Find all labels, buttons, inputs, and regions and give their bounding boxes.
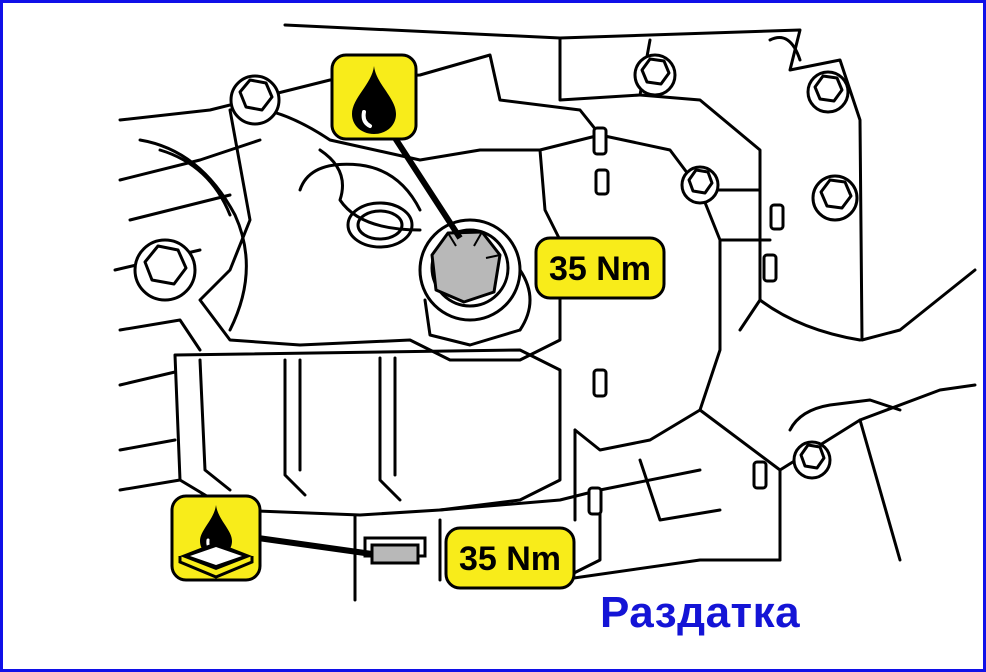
flange-bolt-7 xyxy=(752,460,768,490)
bolt-right-2 xyxy=(811,174,859,222)
oil-drain-pan-icon xyxy=(170,494,262,582)
bolt-top-right-2 xyxy=(806,70,850,114)
diagram-caption: Раздатка xyxy=(600,588,801,637)
drain-plug xyxy=(363,536,427,565)
oil-drop-icon xyxy=(330,53,418,141)
bolt-left xyxy=(133,238,197,302)
fill-plug-leader xyxy=(392,136,463,240)
bolt-right-1 xyxy=(680,165,720,205)
fill-plug-hex xyxy=(430,230,502,304)
engine-upper-outline xyxy=(283,23,977,342)
torque-label-drain-plug: 35 Nm xyxy=(459,540,561,578)
bolt-lower-right xyxy=(792,440,832,480)
torque-label-fill-plug: 35 Nm xyxy=(549,250,651,288)
flange-bolt-5 xyxy=(592,368,608,398)
lower-pan-outline xyxy=(173,348,562,517)
flange-bolt-6 xyxy=(587,486,603,516)
bolt-top-right-1 xyxy=(633,53,677,97)
drain-plug-leader xyxy=(257,535,373,557)
torque-badge-fill-plug: 35 Nm xyxy=(534,236,666,300)
bolt-group xyxy=(133,53,859,516)
flange-bolt-3 xyxy=(769,203,785,231)
bolt-top-left xyxy=(229,74,281,126)
torque-badge-drain-plug: 35 Nm xyxy=(444,526,576,590)
flange-bolt-2 xyxy=(594,168,610,196)
rear-flange-outline xyxy=(538,133,722,452)
flange-bolt-4 xyxy=(762,253,778,283)
flange-bolt-1 xyxy=(592,126,608,156)
